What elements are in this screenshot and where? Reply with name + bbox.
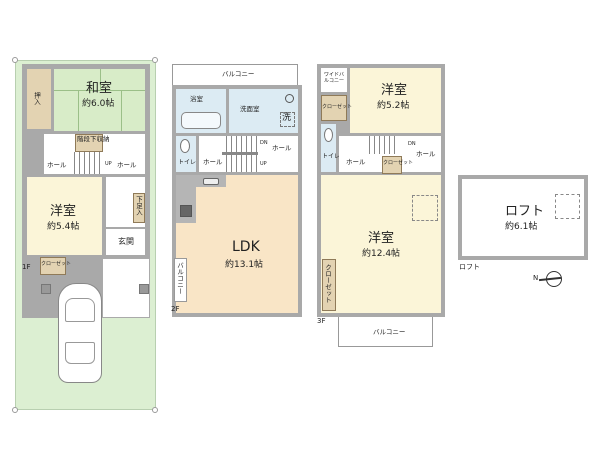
shoe-cabinet-label: 下足入 bbox=[134, 196, 143, 216]
washer-space bbox=[280, 112, 295, 127]
yoshitsu-3f-large-label: 洋室 bbox=[368, 231, 395, 246]
stove-icon bbox=[180, 205, 192, 217]
wide-balcony-label: ワイドバルコニー bbox=[323, 72, 344, 84]
floor-label-2f: 2F bbox=[171, 305, 180, 313]
closet-3f-c bbox=[322, 259, 336, 311]
post-marker bbox=[139, 284, 149, 294]
water-heater-icon bbox=[285, 94, 294, 103]
washitsu-size: 約6.0帖 bbox=[82, 99, 115, 109]
sink-icon bbox=[203, 178, 219, 185]
tatami-line bbox=[54, 90, 145, 91]
floor-label-loft: ロフト bbox=[459, 263, 480, 271]
yoshitsu-1f bbox=[27, 177, 102, 255]
washitsu-label: 和室 bbox=[86, 81, 113, 96]
ldk-label: LDK bbox=[232, 239, 260, 255]
stair-dn-label-3f: DN bbox=[408, 141, 416, 147]
oshiire-label: 押入 bbox=[32, 92, 41, 105]
balcony-2f-side-label: バルコニー bbox=[175, 262, 184, 295]
closet-3f-a-label: クローゼット bbox=[322, 104, 353, 110]
yoshitsu-3f-large bbox=[321, 175, 441, 313]
closet-3f-b bbox=[382, 156, 402, 174]
hall-3f-right-label: ホール bbox=[416, 150, 436, 158]
yoshitsu-3f-large-size: 約12.4帖 bbox=[362, 249, 401, 259]
washer-label: 洗 bbox=[282, 113, 292, 123]
stair-up-label-2f: UP bbox=[260, 161, 267, 167]
hall-label-right: ホール bbox=[117, 161, 137, 169]
balcony-3f-label: バルコニー bbox=[373, 328, 406, 336]
closet-3f-b-label: クローゼット bbox=[383, 160, 414, 166]
balcony-2f-top-label: バルコニー bbox=[222, 70, 255, 78]
closet-3f-a bbox=[321, 95, 347, 121]
washitsu-room bbox=[54, 69, 145, 131]
wide-balcony bbox=[321, 68, 347, 92]
lot-corner-marker bbox=[12, 407, 18, 413]
yoshitsu-3f-small-label: 洋室 bbox=[381, 83, 408, 98]
toilet-3f-label: トイレ bbox=[322, 153, 341, 160]
floor-label-1f: 1F bbox=[22, 263, 31, 271]
stair-up-label: UP bbox=[105, 161, 112, 167]
lot-corner-marker bbox=[152, 57, 158, 63]
stair-dn-label: DN bbox=[260, 140, 268, 146]
shoe-cabinet bbox=[133, 193, 145, 223]
bathroom-label: 浴室 bbox=[190, 95, 203, 103]
skylight-hatch-loft bbox=[555, 194, 580, 219]
closet-3f-c-label: クローゼット bbox=[323, 264, 332, 303]
oshiire-closet bbox=[27, 69, 51, 129]
loft-room bbox=[462, 179, 584, 256]
car-icon bbox=[58, 283, 102, 383]
compass-north-label: N bbox=[533, 274, 539, 282]
yoshitsu-3f-small-size: 約5.2帖 bbox=[377, 101, 410, 111]
yoshitsu-1f-label: 洋室 bbox=[50, 204, 77, 219]
balcony-3f bbox=[338, 317, 433, 347]
stair-1f bbox=[70, 152, 104, 174]
ldk-room bbox=[176, 175, 298, 313]
toilet-icon bbox=[180, 139, 190, 153]
balcony-2f-side bbox=[174, 258, 187, 302]
ldk-size: 約13.1帖 bbox=[225, 260, 264, 270]
yoshitsu-1f-size: 約5.4帖 bbox=[47, 222, 80, 232]
toilet-3f-icon bbox=[324, 128, 333, 142]
closet-1f-label: クローゼット bbox=[41, 261, 72, 267]
yoshitsu-3f-small bbox=[350, 68, 441, 133]
tatami-line bbox=[78, 90, 79, 131]
kitchen-floor bbox=[176, 226, 196, 256]
tatami-line bbox=[121, 90, 122, 131]
loft-size: 約6.1帖 bbox=[505, 222, 538, 232]
hall-3f-left-label: ホール bbox=[346, 158, 366, 166]
tatami-line bbox=[100, 69, 101, 90]
closet-1f bbox=[40, 257, 66, 275]
lot-corner-marker bbox=[12, 57, 18, 63]
washroom-label: 洗面室 bbox=[240, 105, 260, 113]
floor-label-3f: 3F bbox=[317, 317, 326, 325]
hall-2f-right-label: ホール bbox=[272, 144, 292, 152]
stair-3f bbox=[365, 136, 399, 154]
bathtub-icon bbox=[181, 112, 221, 129]
stair-landing bbox=[222, 152, 258, 155]
loft-label: ロフト bbox=[505, 204, 545, 219]
under-stair-storage-label: 階段下収納 bbox=[77, 135, 110, 143]
toilet-2f-label: トイレ bbox=[178, 159, 197, 166]
genkan bbox=[106, 229, 145, 255]
hall-label-left: ホール bbox=[47, 161, 67, 169]
hall-2f-left-label: ホール bbox=[203, 158, 223, 166]
lot-corner-marker bbox=[152, 407, 158, 413]
skylight-hatch-3f bbox=[412, 195, 438, 221]
post-marker bbox=[41, 284, 51, 294]
genkan-label: 玄関 bbox=[118, 237, 134, 246]
compass-icon bbox=[538, 271, 562, 287]
under-stair-storage bbox=[75, 134, 103, 152]
